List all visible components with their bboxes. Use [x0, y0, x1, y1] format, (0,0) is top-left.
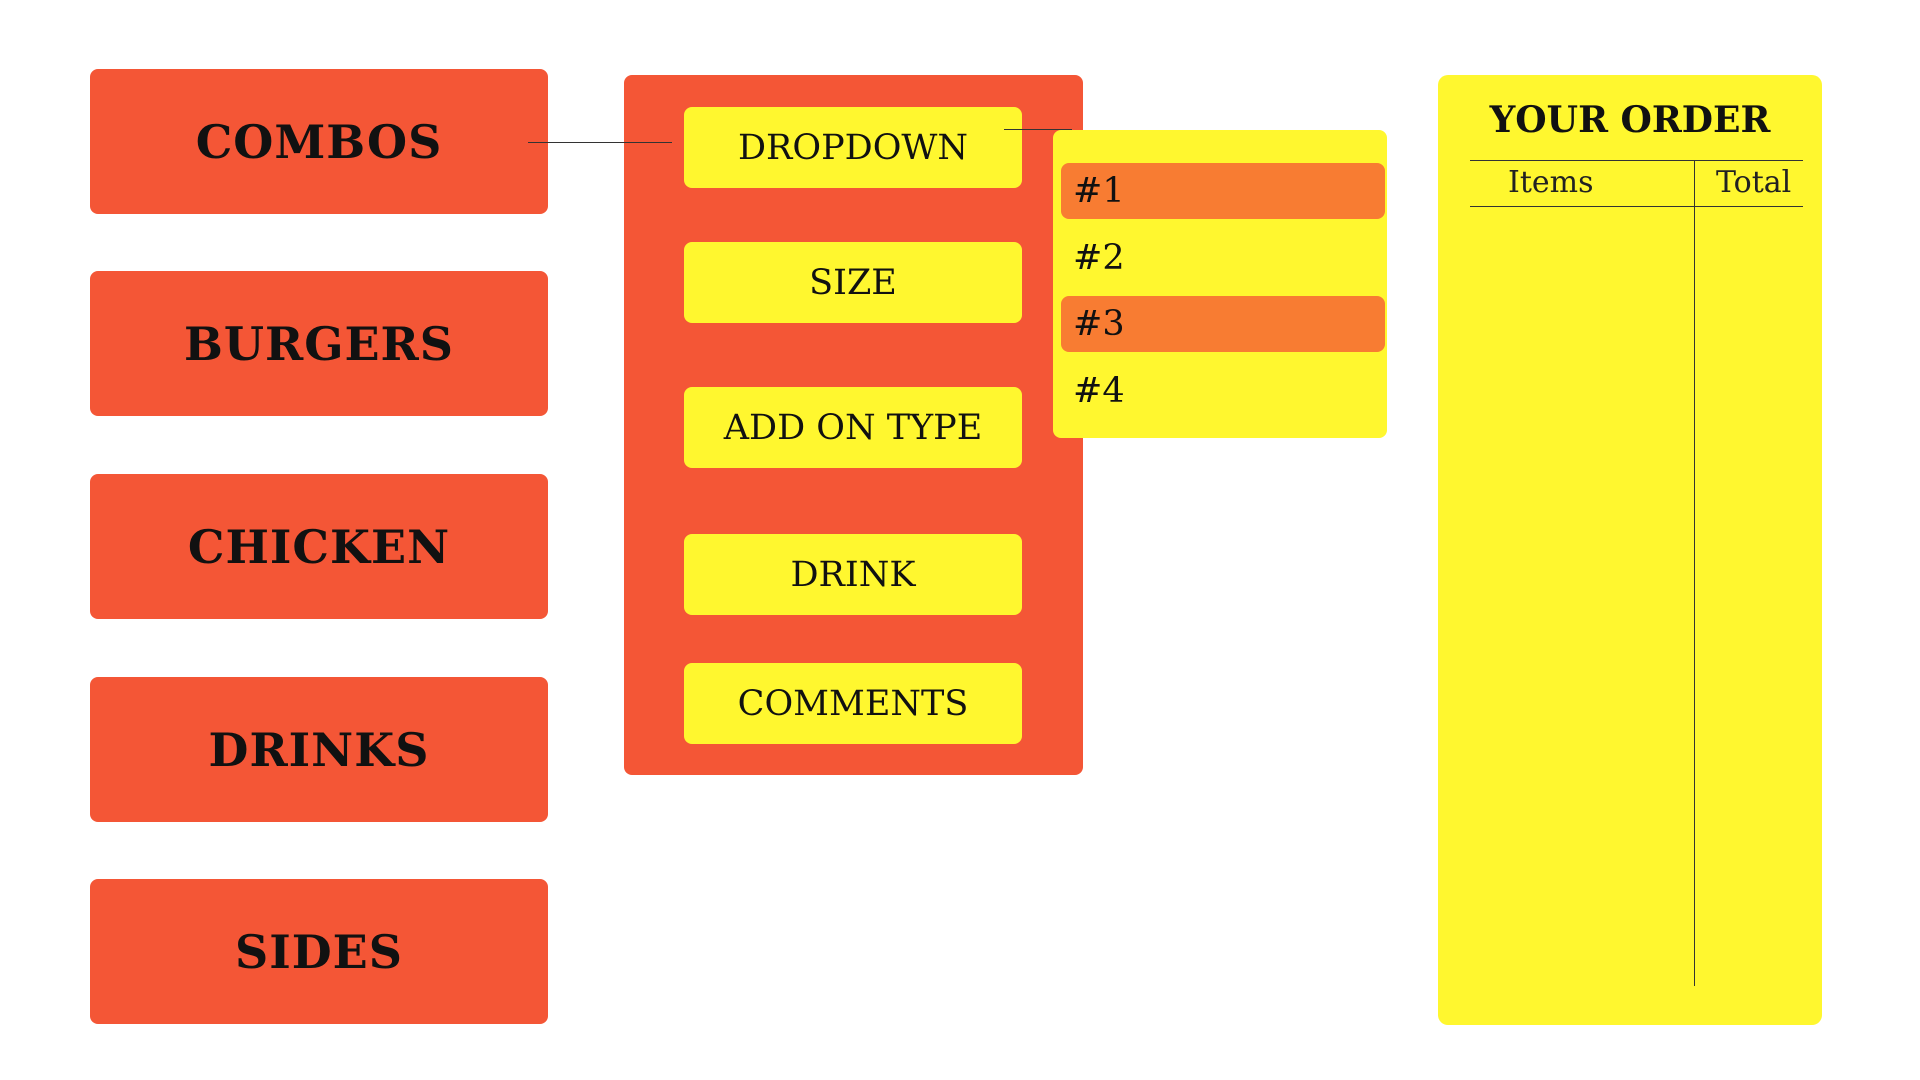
order-header-top-rule: [1470, 160, 1803, 161]
option-dropdown-button[interactable]: DROPDOWN: [684, 107, 1022, 188]
dropdown-list: #1 #2 #3 #4: [1053, 130, 1387, 438]
connector-line-combos: [528, 142, 672, 143]
dropdown-item-2[interactable]: #2: [1073, 238, 1125, 278]
order-panel: YOUR ORDER Items Total: [1438, 75, 1822, 1025]
option-add-on-type-button[interactable]: ADD ON TYPE: [684, 387, 1022, 468]
option-size-button[interactable]: SIZE: [684, 242, 1022, 323]
dropdown-item-3[interactable]: #3: [1061, 296, 1385, 352]
option-drink-button[interactable]: DRINK: [684, 534, 1022, 615]
order-header-bottom-rule: [1470, 206, 1803, 207]
order-title: YOUR ORDER: [1489, 99, 1771, 141]
order-column-divider: [1694, 160, 1695, 986]
options-panel: DROPDOWN SIZE ADD ON TYPE DRINK COMMENTS: [624, 75, 1083, 775]
category-button-chicken[interactable]: CHICKEN: [90, 474, 548, 619]
category-button-drinks[interactable]: DRINKS: [90, 677, 548, 822]
connector-line-dropdown: [1004, 129, 1072, 130]
option-comments-button[interactable]: COMMENTS: [684, 663, 1022, 744]
category-button-sides[interactable]: SIDES: [90, 879, 548, 1024]
order-column-total: Total: [1716, 165, 1792, 200]
category-button-combos[interactable]: COMBOS: [90, 69, 548, 214]
dropdown-item-1[interactable]: #1: [1061, 163, 1385, 219]
order-column-items: Items: [1508, 165, 1594, 200]
category-button-burgers[interactable]: BURGERS: [90, 271, 548, 416]
dropdown-item-4[interactable]: #4: [1073, 371, 1125, 411]
